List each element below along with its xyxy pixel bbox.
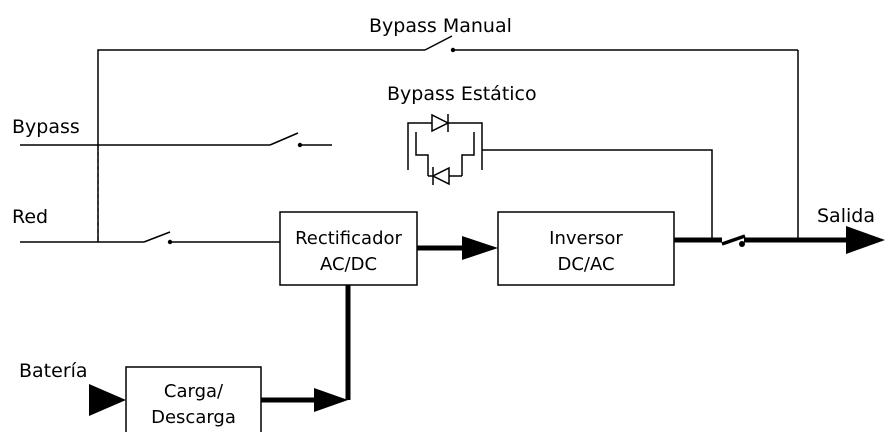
bateria-label: Batería bbox=[19, 360, 88, 382]
rectificador-block bbox=[279, 211, 418, 286]
red-label: Red bbox=[12, 206, 48, 228]
bypass-manual-line bbox=[97, 35, 799, 242]
bateria-input-arrow bbox=[89, 384, 126, 416]
inversor-label-line2: DC/AC bbox=[557, 254, 614, 275]
carga-to-link-arrowhead bbox=[314, 388, 348, 412]
rectificador-label-line2: AC/DC bbox=[320, 254, 377, 275]
inversor-label-line1: Inversor bbox=[549, 228, 623, 249]
bypass-manual-label: Bypass Manual bbox=[369, 15, 512, 37]
bypass-label: Bypass bbox=[12, 116, 80, 138]
inversor-block bbox=[497, 211, 675, 286]
carga-label-line1: Carga/ bbox=[164, 381, 224, 402]
carga-label-line2: Descarga bbox=[151, 407, 236, 428]
static-bypass-output-line bbox=[482, 149, 713, 240]
red-input-line bbox=[20, 231, 280, 245]
salida-label: Salida bbox=[817, 205, 875, 227]
rectificador-label-line1: Rectificador bbox=[295, 228, 402, 249]
rect-to-inversor-arrowhead bbox=[462, 236, 498, 260]
bypass-estatico-label: Bypass Estático bbox=[387, 83, 537, 105]
static-bypass-symbol bbox=[407, 113, 483, 186]
bypass-input-line bbox=[20, 132, 332, 148]
output-line bbox=[674, 226, 885, 254]
